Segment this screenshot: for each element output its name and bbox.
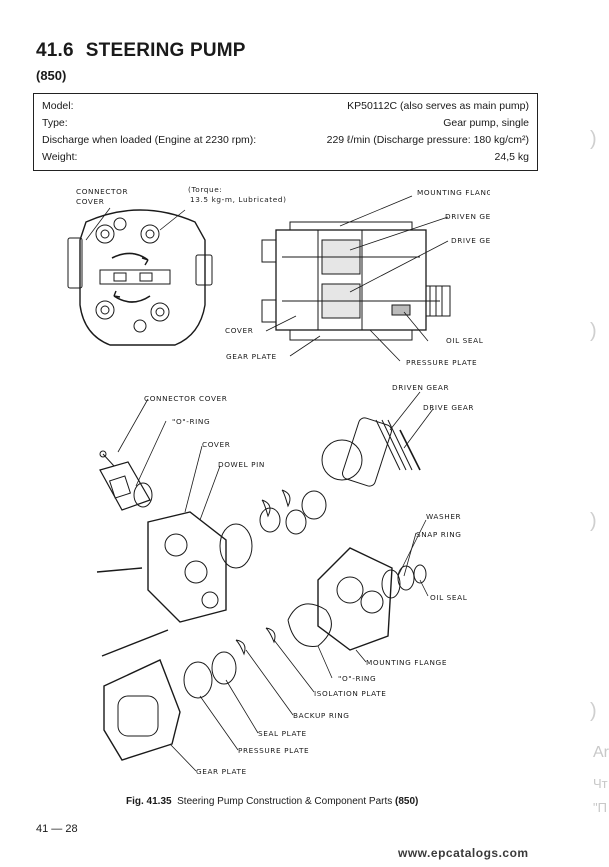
- label-torque: (Torque:: [188, 185, 222, 194]
- label-cover: COVER: [225, 326, 253, 335]
- label-drive-gear: DRIVE GEAR: [451, 236, 490, 245]
- section-number: 41.6: [36, 40, 74, 61]
- label-exp-washer: WASHER: [426, 512, 461, 521]
- label-connector-cover-2: COVER: [76, 197, 104, 206]
- label-exp-oil-seal: OIL SEAL: [430, 593, 468, 602]
- spec-row-discharge: Discharge when loaded (Engine at 2230 rp…: [42, 134, 529, 150]
- label-exp-o-ring-2: "O"-RING: [338, 674, 376, 683]
- spec-label: Discharge when loaded (Engine at 2230 rp…: [42, 134, 257, 146]
- label-connector-cover: CONNECTOR: [76, 187, 128, 196]
- pump-exploded-view: [96, 417, 427, 761]
- label-exp-connector-cover: CONNECTOR COVER: [144, 394, 227, 403]
- leader-lines-exploded: [117, 391, 434, 772]
- section-heading: STEERING PUMP: [85, 40, 246, 61]
- pump-end-view: [67, 209, 213, 346]
- edge-text-3: "П: [593, 800, 607, 815]
- label-exp-dowel-pin: DOWEL PIN: [218, 460, 265, 469]
- spec-row-weight: Weight: 24,5 kg: [42, 151, 529, 167]
- edge-paren-2: ): [590, 320, 597, 342]
- label-pressure-plate: PRESSURE PLATE: [406, 358, 477, 367]
- label-driven-gear: DRIVEN GEAR: [445, 212, 490, 221]
- label-exp-cover: COVER: [202, 440, 230, 449]
- spec-label: Weight:: [42, 151, 78, 163]
- figure-caption-text: Steering Pump Construction & Component P…: [177, 796, 393, 807]
- spec-row-type: Type: Gear pump, single: [42, 117, 529, 133]
- label-exp-mounting-flange: MOUNTING FLANGE: [366, 658, 447, 667]
- edge-text-2: Чт: [593, 776, 608, 791]
- spec-label: Model:: [42, 100, 74, 112]
- label-exp-snap-ring: SNAP RING: [416, 530, 462, 539]
- label-exp-backup-ring: BACKUP RING: [293, 711, 350, 720]
- watermark: www.epcatalogs.com: [398, 846, 529, 860]
- edge-paren-3: ): [590, 510, 597, 532]
- section-model: (850): [36, 68, 67, 83]
- spec-value: 229 ℓ/min (Discharge pressure: 180 kg/cm…: [326, 134, 529, 146]
- label-torque-value: 13.5 kg-m, Lubricated): [190, 195, 287, 204]
- edge-paren-1: ): [590, 128, 597, 150]
- label-exp-drive-gear: DRIVE GEAR: [423, 403, 474, 412]
- spec-row-model: Model: KP50112C (also serves as main pum…: [42, 100, 529, 116]
- leader-lines-top: [85, 195, 449, 362]
- label-oil-seal: OIL SEAL: [446, 336, 484, 345]
- label-exp-driven-gear: DRIVEN GEAR: [392, 383, 449, 392]
- spec-value: KP50112C (also serves as main pump): [347, 100, 529, 112]
- figure-number: Fig. 41.35: [126, 796, 172, 807]
- section-title: 41.6 STEERING PUMP: [36, 40, 246, 62]
- edge-paren-4: ): [590, 700, 597, 722]
- steering-pump-diagram: CONNECTOR COVER (Torque: 13.5 kg-m, Lubr…: [67, 185, 490, 776]
- label-exp-gear-plate: GEAR PLATE: [196, 767, 247, 776]
- spec-table: Model: KP50112C (also serves as main pum…: [33, 93, 538, 171]
- label-exp-o-ring: "O"-RING: [172, 417, 210, 426]
- label-mounting-flange: MOUNTING FLANGE: [417, 188, 490, 197]
- spec-label: Type:: [42, 117, 68, 129]
- edge-text-1: Ar: [593, 744, 609, 761]
- label-gear-plate: GEAR PLATE: [226, 352, 277, 361]
- figure-caption-model: (850): [395, 796, 419, 807]
- label-exp-isolation-plate: ISOLATION PLATE: [314, 689, 386, 698]
- page-number: 41 — 28: [36, 823, 78, 835]
- label-exp-pressure-plate: PRESSURE PLATE: [238, 746, 309, 755]
- spec-value: 24,5 kg: [494, 151, 529, 163]
- figure-caption: Fig. 41.35 Steering Pump Construction & …: [126, 796, 418, 807]
- label-exp-seal-plate: SEAL PLATE: [258, 729, 307, 738]
- spec-value: Gear pump, single: [443, 117, 529, 129]
- pump-cross-section: [261, 221, 451, 341]
